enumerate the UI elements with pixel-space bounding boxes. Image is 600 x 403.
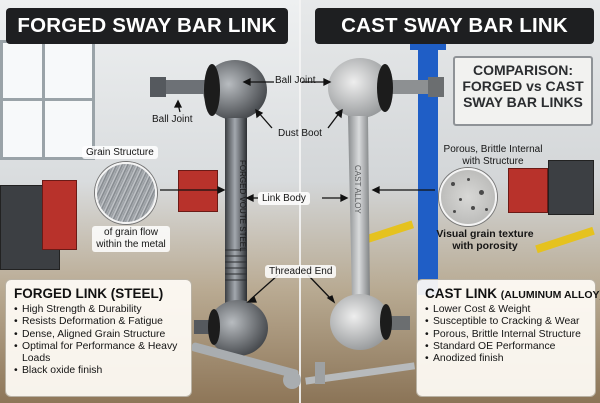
cast-top-nut: [428, 77, 444, 97]
pore: [479, 190, 484, 195]
wrench-tool: [191, 342, 301, 389]
sign-line-3: SWAY BAR LINKS: [463, 94, 583, 110]
forged-feature-item: Dense, Aligned Grain Structure: [14, 329, 183, 342]
callout-arrows: [160, 77, 435, 304]
cast-feature-item: Standard OE Performance: [425, 341, 587, 354]
cast-feature-item: Porous, Brittle Internal Structure: [425, 329, 587, 342]
comparison-sign: COMPARISON: FORGED vs CAST SWAY BAR LINK…: [453, 56, 593, 126]
pore: [485, 208, 488, 211]
forged-engraving: FORGED VOUTE STEEL: [238, 160, 247, 252]
forged-threads: [225, 249, 247, 281]
pore: [459, 198, 462, 201]
cast-top-dust-boot: [377, 64, 393, 112]
forged-info-heading: FORGED LINK (STEEL): [14, 286, 164, 301]
cast-feature-item: Susceptible to Cracking & Wear: [425, 316, 587, 329]
forged-feature-item: Black oxide finish: [14, 365, 183, 378]
forged-feature-item: Resists Deformation & Fatigue: [14, 316, 183, 329]
cast-link-body: [348, 116, 370, 300]
link-body-label: Link Body: [258, 192, 310, 205]
cast-top-stud: [378, 80, 443, 94]
forged-title: FORGED SWAY BAR LINK: [6, 8, 288, 44]
forged-feature-list: High Strength & Durability Resists Defor…: [14, 304, 183, 378]
porous-structure-magnifier: [439, 168, 497, 226]
forged-top-ball-joint: [203, 60, 267, 120]
cast-link: CAST ALLOY: [328, 58, 444, 350]
forged-info-box: FORGED LINK (STEEL) High Strength & Dura…: [5, 279, 192, 397]
ball-joint-label-left: Ball Joint: [152, 114, 193, 125]
cast-heading-sub: (ALUMINUM ALLOY): [500, 289, 600, 301]
pore: [451, 182, 455, 186]
forged-feature-item: Optimal for Performance & Heavy Loads: [14, 341, 183, 366]
grain-structure-title: Grain Structure: [82, 146, 158, 159]
cast-heading-main: CAST LINK: [425, 286, 497, 301]
threaded-end-label: Threaded End: [265, 265, 337, 278]
cast-feature-item: Anodized finish: [425, 353, 587, 366]
red-toolbox-left: [42, 180, 77, 250]
forged-bottom-ball-joint: [208, 300, 268, 356]
pore: [453, 210, 456, 213]
sign-line-1: COMPARISON:: [472, 62, 574, 78]
cast-feature-list: Lower Cost & Weight Susceptible to Crack…: [425, 304, 587, 366]
car-lift-post: [418, 40, 438, 295]
cast-bottom-dust-boot: [380, 304, 392, 340]
forged-top-dust-boot: [204, 64, 220, 116]
forged-bottom-dust-boot: [208, 309, 220, 345]
cast-feature-item: Lower Cost & Weight: [425, 304, 587, 317]
forged-feature-item: High Strength & Durability: [14, 304, 183, 317]
cast-info-heading: CAST LINK (ALUMINUM ALLOY): [425, 286, 600, 301]
grain-structure-caption: of grain flow within the metal: [92, 226, 170, 252]
cast-bottom-ball-joint: [330, 294, 390, 350]
pore: [467, 178, 470, 181]
cast-engraving: CAST ALLOY: [353, 165, 362, 214]
sign-line-2: FORGED vs CAST: [462, 78, 584, 94]
cast-top-ball-joint: [328, 58, 392, 118]
caliper-tool: [305, 362, 416, 385]
grain-structure-magnifier: [95, 162, 157, 224]
forged-link: FORGED VOUTE STEEL: [150, 60, 268, 356]
cast-info-box: CAST LINK (ALUMINUM ALLOY) Lower Cost & …: [416, 279, 600, 397]
car-lift-top: [410, 40, 446, 50]
garage-window: [0, 40, 95, 160]
cast-bottom-nut: [388, 316, 410, 330]
tool-cabinet-right: [548, 160, 594, 215]
pore: [471, 206, 475, 210]
ball-joint-label-right: Ball Joint: [275, 75, 316, 86]
cast-title: CAST SWAY BAR LINK: [315, 8, 594, 44]
red-toolbox-right: [508, 168, 548, 213]
forged-top-nut: [150, 77, 166, 97]
porous-structure-title: Porous, Brittle Internal with Structure: [443, 144, 543, 167]
porous-structure-caption: Visual grain texture with porosity: [436, 228, 534, 252]
dust-boot-label: Dust Boot: [278, 128, 322, 139]
